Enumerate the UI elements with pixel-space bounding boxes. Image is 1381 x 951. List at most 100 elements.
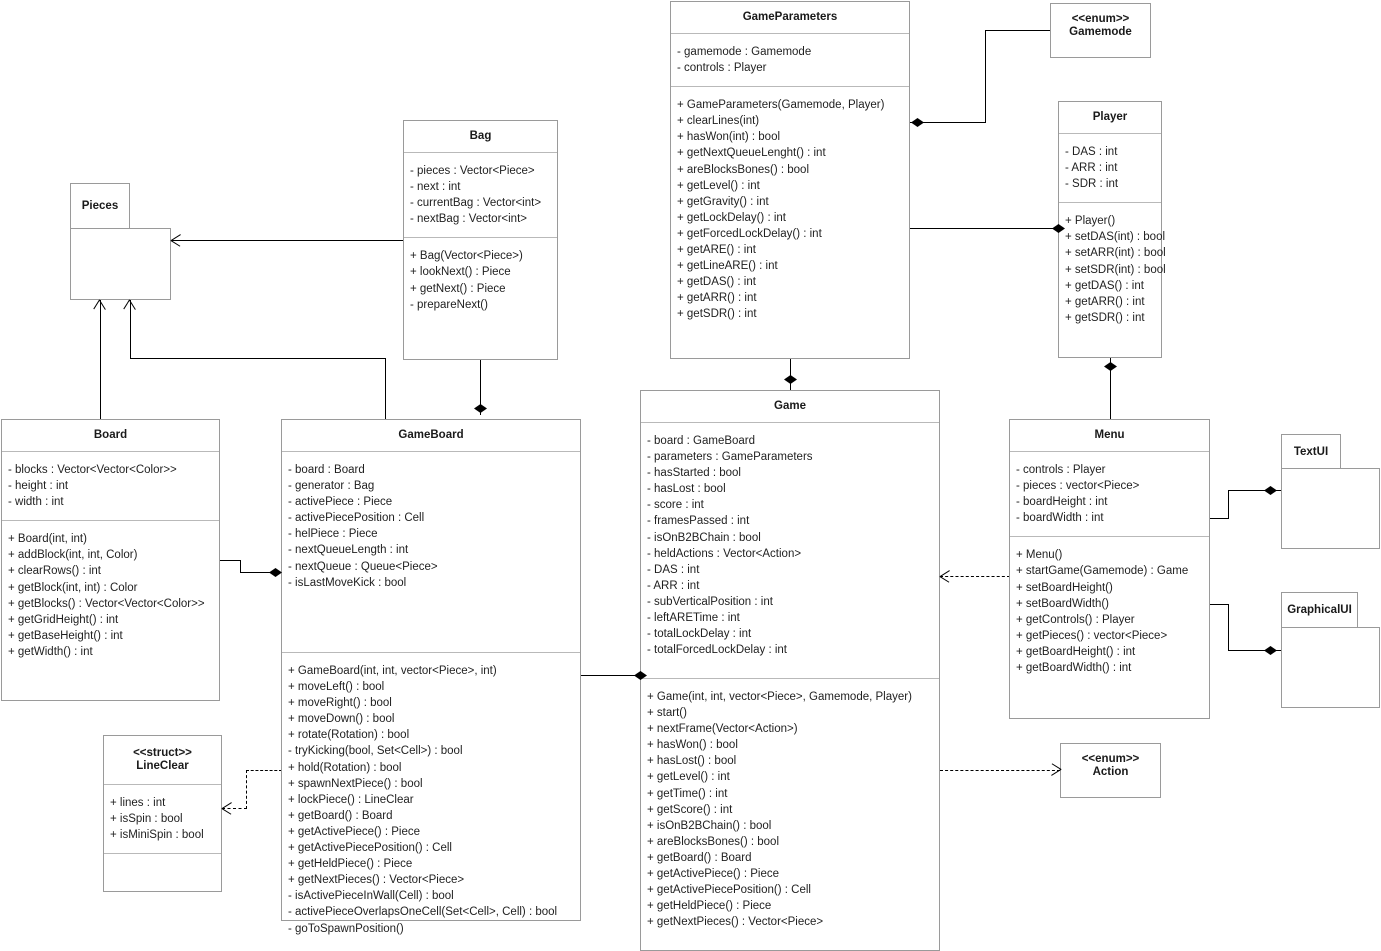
uml-member: + isMiniSpin : bool [110, 829, 204, 842]
class-lineclear-operations [104, 854, 221, 875]
class-lineclear[interactable]: <<struct>> LineClear + lines : int+ isSp… [103, 735, 222, 892]
class-gameparameters-attributes: - gamemode : Gamemode- controls : Player [671, 34, 909, 88]
class-pieces[interactable]: Pieces [70, 183, 130, 229]
composition-diamond-bag-gameboard [474, 404, 487, 413]
uml-member: - blocks : Vector<Vector<Color>> [8, 464, 177, 476]
uml-member: - nextQueue : Queue<Piece> [288, 560, 438, 573]
uml-member: - isOnB2BChain : bool [647, 531, 761, 544]
class-player-title: Player [1059, 102, 1161, 134]
uml-member: + getBoard() : Board [288, 809, 393, 822]
uml-member: - boardHeight : int [1016, 496, 1108, 509]
edge-menu-to-graphicalui-seg3 [1228, 650, 1281, 651]
uml-member: - ARR : int [1065, 162, 1118, 175]
uml-member: - ARR : int [647, 579, 700, 592]
uml-member: + spawnNextPiece() : bool [288, 777, 423, 790]
uml-member: + setARR(int) : bool [1065, 247, 1166, 260]
uml-member: - next : int [410, 181, 461, 194]
uml-member: + hold(Rotation) : bool [288, 761, 402, 774]
class-graphicalui[interactable]: GraphicalUI [1281, 592, 1358, 628]
uml-member: - activePiece : Piece [288, 496, 393, 509]
uml-member: - totalForcedLockDelay : int [647, 644, 787, 657]
uml-member: + areBlocksBones() : bool [677, 163, 809, 176]
uml-member: - DAS : int [647, 563, 700, 576]
uml-member: + Bag(Vector<Piece>) [410, 250, 523, 263]
class-game-title: Game [641, 391, 939, 423]
uml-member: - hasLost : bool [647, 483, 726, 496]
uml-member: + nextFrame(Vector<Action>) [647, 723, 798, 736]
edge-menu-to-textui-seg2 [1228, 490, 1229, 519]
uml-member: - currentBag : Vector<int> [410, 197, 542, 210]
class-gameboard-attributes: - board : Board- generator : Bag- active… [282, 452, 580, 653]
uml-member: + getActivePiecePosition() : Cell [288, 842, 452, 855]
composition-diamond-gameparameters-game [784, 375, 797, 384]
class-textui-body [1281, 468, 1380, 549]
uml-member: + getBoardWidth() : int [1016, 662, 1132, 675]
edge-menu-to-game [940, 576, 1010, 577]
uml-member: - nextBag : Vector<int> [410, 213, 527, 226]
uml-member: + moveLeft() : bool [288, 681, 385, 694]
uml-member: + getScore() : int [647, 803, 733, 816]
class-gameboard[interactable]: GameBoard - board : Board- generator : B… [281, 419, 581, 935]
uml-member: + startGame(Gamemode) : Game [1016, 565, 1189, 578]
uml-member: + Menu() [1016, 549, 1063, 562]
uml-member: - prepareNext() [410, 298, 488, 311]
class-gameboard-title: GameBoard [282, 420, 580, 452]
edge-menu-to-graphicalui-seg1 [1210, 604, 1229, 605]
class-player-operations: + Player()+ setDAS(int) : bool+ setARR(i… [1059, 203, 1166, 336]
class-action-enum[interactable]: <<enum>> Action [1060, 743, 1161, 798]
uml-member: + lookNext() : Piece [410, 266, 511, 279]
edge-menu-to-graphicalui-seg2 [1228, 604, 1229, 651]
uml-member: - hasStarted : bool [647, 467, 741, 480]
class-gameparameters-operations: + GameParameters(Gamemode, Player)+ clea… [671, 87, 909, 332]
uml-member: - pieces : Vector<Piece> [410, 165, 535, 177]
class-bag[interactable]: Bag - pieces : Vector<Piece>- next : int… [403, 120, 558, 360]
class-textui[interactable]: TextUI [1281, 434, 1341, 469]
class-menu[interactable]: Menu - controls : Player- pieces : vecto… [1009, 419, 1210, 719]
uml-member: + getNextPieces() : Vector<Piece> [647, 916, 824, 929]
uml-member: + getBlocks() : Vector<Vector<Color>> [8, 597, 205, 610]
class-board[interactable]: Board - blocks : Vector<Vector<Color>>- … [1, 419, 220, 701]
class-textui-title: TextUI [1293, 445, 1329, 458]
class-player[interactable]: Player - DAS : int - ARR : int - SDR : int… [1058, 101, 1166, 358]
class-lineclear-attributes: + lines : int+ isSpin : bool+ isMiniSpin… [104, 785, 221, 855]
uml-member: + getDAS() : int [677, 276, 756, 289]
uml-member: + clearRows() : int [8, 565, 101, 578]
uml-member: + getSDR() : int [677, 308, 757, 321]
edge-player-to-gameparameters [910, 228, 1059, 229]
class-gamemode-enum-title: <<enum>> Gamemode [1069, 13, 1132, 38]
edge-board-to-gameboard-seg1 [220, 560, 241, 561]
edge-gameboard-to-pieces-seg1 [385, 358, 386, 420]
class-game[interactable]: Game - board : GameBoard- parameters : G… [640, 390, 940, 951]
uml-member: + isOnB2BChain() : bool [647, 819, 772, 832]
composition-diamond-player-menu [1104, 362, 1117, 371]
uml-member: + setBoardWidth() [1016, 597, 1109, 610]
uml-member: + setSDR(int) : bool [1065, 263, 1166, 276]
uml-member: - activePieceOverlapsOneCell(Set<Cell>, … [288, 906, 558, 919]
edge-menu-to-textui-seg1 [1210, 518, 1229, 519]
class-menu-title: Menu [1010, 420, 1209, 452]
class-graphicalui-title: GraphicalUI [1287, 604, 1352, 616]
uml-member: - gamemode : Gamemode [677, 46, 812, 58]
uml-member: + getNextQueueLenght() : int [677, 147, 826, 160]
uml-member: - DAS : int [1065, 146, 1118, 158]
uml-member: + getNext() : Piece [410, 282, 506, 295]
uml-member: + getLevel() : int [677, 179, 760, 192]
uml-member: + Player() [1065, 215, 1116, 228]
uml-member: + moveRight() : bool [288, 697, 392, 710]
uml-member: - SDR : int [1065, 178, 1119, 191]
class-pieces-body [70, 228, 171, 300]
composition-diamond-player-gameparameters [1052, 224, 1065, 233]
uml-member: + moveDown() : bool [288, 713, 395, 726]
uml-member: + getARE() : int [677, 244, 756, 257]
class-gamemode-enum[interactable]: <<enum>> Gamemode [1050, 3, 1151, 58]
uml-member: + getDAS() : int [1065, 279, 1144, 292]
uml-member: - nextQueueLength : int [288, 544, 409, 557]
uml-member: + clearLines(int) [677, 115, 760, 128]
class-gameparameters[interactable]: GameParameters - gamemode : Gamemode- co… [670, 1, 910, 359]
class-bag-attributes: - pieces : Vector<Piece> - next : int - cu… [404, 153, 557, 239]
uml-member: + getLockDelay() : int [677, 211, 786, 224]
edge-bag-to-gameboard [480, 359, 481, 415]
uml-member: - helPiece : Piece [288, 528, 378, 541]
class-player-attributes: - DAS : int - ARR : int - SDR : int [1059, 134, 1161, 204]
composition-diamond-gameboard-game [634, 671, 647, 680]
